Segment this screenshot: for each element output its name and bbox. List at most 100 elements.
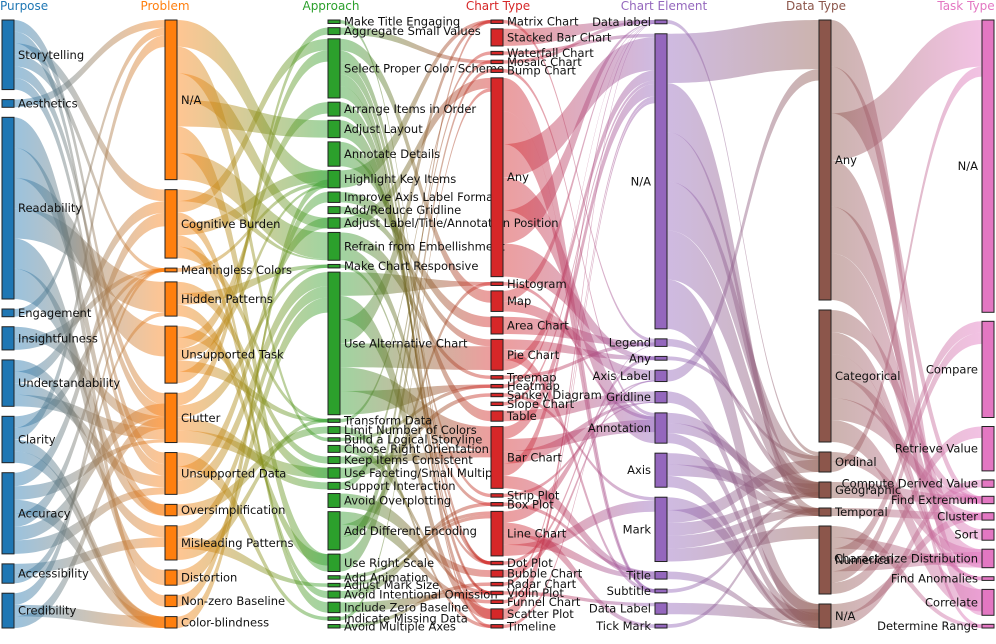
node-approach-choose-right-orientation xyxy=(327,444,341,453)
node-chart-type-line-chart xyxy=(490,510,504,557)
link-purpose-7-to-2 xyxy=(14,268,165,527)
node-approach-adjust-layout xyxy=(327,119,341,139)
link-chart-type-11-to-0 xyxy=(503,23,655,388)
link-chart-element-8-to-4 xyxy=(667,508,819,549)
link-chart-type-15-to-5 xyxy=(503,401,655,464)
node-label-chart-type-stacked-bar-chart: Stacked Bar Chart xyxy=(507,30,612,44)
node-chart-element-gridline xyxy=(654,391,668,404)
node-approach-improve-axis-label-format xyxy=(327,191,341,203)
link-purpose-0-to-5 xyxy=(14,20,165,405)
node-task-type-cluster xyxy=(981,512,995,521)
node-chart-element-any xyxy=(654,355,668,361)
link-data-type-6-to-3 xyxy=(831,479,982,628)
link-chart-element-5-to-6 xyxy=(667,391,819,616)
link-approach-15-to-11 xyxy=(340,384,491,442)
node-problem-hidden-patterns xyxy=(164,281,178,317)
node-label-chart-type-scatter-plot: Scatter Plot xyxy=(507,607,574,621)
node-label-problem-clutter: Clutter xyxy=(181,411,221,425)
node-label-chart-type-map: Map xyxy=(507,294,531,308)
node-purpose-accuracy xyxy=(1,472,15,555)
link-purpose-2-to-7 xyxy=(14,147,165,516)
link-purpose-6-to-11 xyxy=(14,439,165,628)
link-approach-23-to-18 xyxy=(340,511,491,580)
node-label-purpose-aesthetics: Aesthetics xyxy=(18,96,78,110)
node-label-problem-misleading-patterns: Misleading Patterns xyxy=(181,536,294,550)
node-label-chart-type-any: Any xyxy=(507,170,529,184)
link-chart-type-21-to-1 xyxy=(503,96,655,586)
node-label-approach-improve-axis-label-format: Improve Axis Label Format xyxy=(344,190,498,204)
node-purpose-accessibility xyxy=(1,563,15,584)
link-approach-10-to-17 xyxy=(340,246,491,506)
link-problem-5-to-1 xyxy=(177,27,328,406)
node-label-chart-element-gridline: Gridline xyxy=(606,390,651,404)
node-approach-adjust-label-title-annotation-position xyxy=(327,217,341,229)
link-purpose-4-to-2 xyxy=(14,268,165,350)
link-chart-element-1-to-2 xyxy=(667,181,819,473)
node-label-chart-element-data-label: Data Label xyxy=(589,602,651,616)
link-purpose-9-to-5 xyxy=(14,417,165,628)
link-purpose-9-to-11 xyxy=(14,604,165,628)
link-chart-type-20-to-4 xyxy=(503,380,655,578)
link-chart-element-4-to-0 xyxy=(667,69,819,382)
node-approach-make-title-engaging xyxy=(327,19,341,24)
node-label-chart-type-waterfall-chart: Waterfall Chart xyxy=(507,46,594,60)
link-data-type-1-to-8 xyxy=(831,354,982,581)
link-chart-element-1-to-3 xyxy=(667,230,819,498)
column-title-purpose: Purpose xyxy=(0,0,48,13)
node-label-chart-type-heatmap: Heatmap xyxy=(507,379,560,393)
node-problem-misleading-patterns xyxy=(164,525,178,561)
node-chart-type-bubble-chart xyxy=(490,569,504,578)
link-purpose-0-to-1 xyxy=(14,43,165,202)
link-approach-16-to-22 xyxy=(340,445,491,595)
link-approach-4-to-19 xyxy=(340,120,491,565)
node-label-approach-make-title-engaging: Make Title Engaging xyxy=(344,15,460,29)
node-chart-type-radar-chart xyxy=(490,581,504,587)
node-label-approach-include-zero-baseline: Include Zero Baseline xyxy=(344,600,468,614)
link-problem-4-to-6 xyxy=(177,185,328,361)
node-chart-type-stacked-bar-chart xyxy=(490,28,504,47)
node-label-chart-element-tick-mark: Tick Mark xyxy=(595,619,651,633)
node-label-purpose-clarity: Clarity xyxy=(18,433,56,447)
link-chart-element-1-to-4 xyxy=(667,82,819,516)
node-label-task-type-compare: Compare xyxy=(926,362,978,376)
link-problem-9-to-12 xyxy=(177,297,328,586)
link-problem-6-to-12 xyxy=(177,272,328,495)
link-problem-4-to-13 xyxy=(177,360,328,423)
node-label-data-type-any: Any xyxy=(835,153,857,167)
link-chart-element-9-to-6 xyxy=(667,571,819,628)
column-title-problem: Problem xyxy=(140,0,189,13)
link-approach-21-to-23 xyxy=(340,511,491,604)
node-purpose-understandability xyxy=(1,359,15,407)
node-label-data-type-numerical: Numerical xyxy=(835,553,894,567)
link-purpose-5-to-1 xyxy=(14,201,165,384)
link-chart-type-7-to-0 xyxy=(503,23,655,302)
link-problem-5-to-11 xyxy=(177,264,328,418)
node-label-approach-select-proper-color-scheme: Select Proper Color Scheme xyxy=(344,61,504,75)
link-chart-type-18-to-12 xyxy=(503,522,655,628)
node-label-purpose-accessibility: Accessibility xyxy=(18,567,89,581)
node-label-chart-type-bar-chart: Bar Chart xyxy=(507,450,562,464)
link-problem-7-to-14 xyxy=(177,426,328,516)
node-chart-element-annotation xyxy=(654,412,668,444)
link-purpose-9-to-2 xyxy=(14,268,165,605)
link-problem-11-to-6 xyxy=(177,179,328,628)
node-label-chart-type-timeline: Timeline xyxy=(506,619,556,633)
link-chart-type-10-to-2 xyxy=(503,342,655,380)
link-data-type-5-to-1 xyxy=(831,332,982,583)
node-problem-color-blindness xyxy=(164,616,178,629)
node-label-chart-element-mark: Mark xyxy=(623,522,652,536)
link-purpose-7-to-1 xyxy=(14,212,165,487)
link-data-type-5-to-2 xyxy=(831,426,982,594)
node-label-approach-arrange-items-in-order: Arrange Items in Order xyxy=(344,102,476,116)
node-label-task-type-characterize-distribution: Characterize Distribution xyxy=(834,551,978,565)
node-chart-type-slope-chart xyxy=(490,401,504,407)
node-label-problem-color-blindness: Color-blindness xyxy=(181,615,269,629)
node-chart-type-heatmap xyxy=(490,383,504,389)
node-label-problem-meaningless-colors: Meaningless Colors xyxy=(181,263,292,277)
node-chart-element-axis-label xyxy=(654,369,668,383)
node-approach-avoid-multiple-axes xyxy=(327,624,341,629)
node-label-data-type-temporal: Temporal xyxy=(834,505,888,519)
node-task-type-n-a xyxy=(981,19,995,313)
link-approach-13-to-2 xyxy=(340,51,491,423)
node-label-chart-type-sankey-diagram: Sankey Diagram xyxy=(507,388,602,402)
